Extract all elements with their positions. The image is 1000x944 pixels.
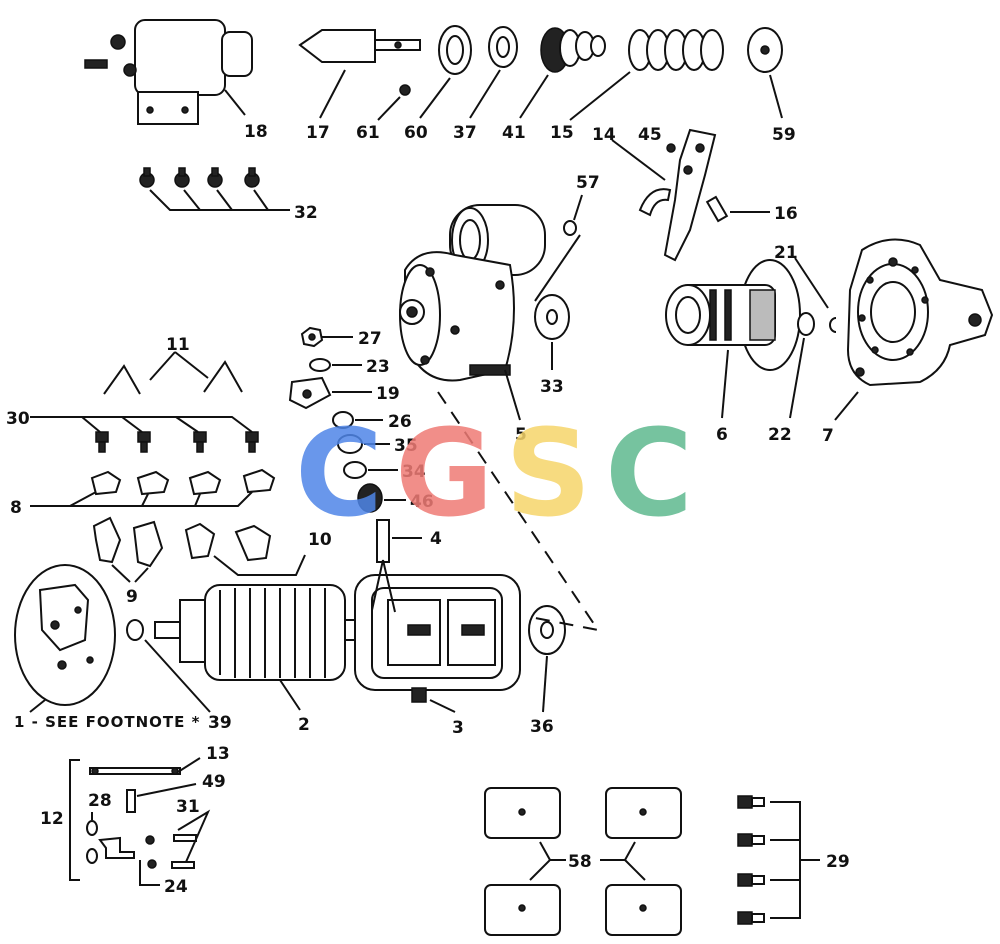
callout-5: 5 — [515, 425, 527, 445]
screws-icon — [139, 167, 260, 188]
brush-screws-icon — [95, 431, 259, 453]
watermark-letter: C — [295, 405, 383, 544]
shift-lever-icon — [638, 128, 717, 262]
callout-34: 34 — [402, 462, 426, 482]
roll-pin-icon — [705, 195, 729, 223]
callout-59: 59 — [772, 125, 796, 145]
callout-29: 29 — [826, 852, 850, 872]
callout-28: 28 — [88, 791, 112, 811]
solenoid-icon — [84, 19, 253, 125]
callout-23: 23 — [366, 357, 390, 377]
armature-icon — [154, 584, 376, 681]
callout-19: 19 — [376, 384, 400, 404]
callout-3: 3 — [452, 718, 464, 738]
callout-58: 58 — [568, 852, 592, 872]
brush-holders-icon — [92, 516, 164, 568]
callout-31: 31 — [176, 797, 200, 817]
callout-37: 37 — [453, 123, 477, 143]
pin-icon — [399, 84, 411, 96]
callout-15: 15 — [550, 123, 574, 143]
watermark: C G S C — [295, 405, 693, 544]
strap-icon — [89, 767, 181, 775]
spring-boot-icon — [540, 27, 606, 73]
callout-61: 61 — [356, 123, 380, 143]
callout-60: 60 — [404, 123, 428, 143]
callout-10: 10 — [308, 530, 332, 550]
watermark-letter: S — [505, 405, 591, 544]
retainer-ring-icon — [797, 312, 815, 336]
callout-49: 49 — [202, 772, 226, 792]
callout-32: 32 — [294, 203, 318, 223]
brushes-icon — [90, 468, 276, 496]
callout-8: 8 — [10, 498, 22, 518]
callout-11: 11 — [166, 335, 190, 355]
callout-2: 2 — [298, 715, 310, 735]
insulator-parts-icon — [86, 820, 197, 869]
callout-13: 13 — [206, 744, 230, 764]
callout-57: 57 — [576, 173, 600, 193]
spring-icon — [628, 29, 724, 71]
callout-27: 27 — [358, 329, 382, 349]
callout-22: 22 — [768, 425, 792, 445]
callout-7: 7 — [822, 426, 834, 446]
callout-16: 16 — [774, 204, 798, 224]
watermark-letter: C — [605, 405, 693, 544]
callout-46: 46 — [410, 492, 434, 512]
brush-plates-icon — [484, 787, 682, 936]
callout-45: 45 — [638, 125, 662, 145]
callout-14: 14 — [592, 125, 616, 145]
callout-9: 9 — [126, 587, 138, 607]
plunger-icon — [298, 29, 421, 63]
watermark-letter: G — [395, 405, 494, 544]
callout-6: 6 — [716, 425, 728, 445]
drive-housing-icon — [399, 204, 546, 382]
hardware-stack-icon — [288, 326, 383, 513]
callout-18: 18 — [244, 122, 268, 142]
snap-ring-icon — [829, 317, 837, 333]
callout-39: 39 — [208, 713, 232, 733]
field-frame-icon — [354, 574, 521, 703]
callout-4: 4 — [430, 529, 442, 549]
kit-bracket — [69, 759, 80, 881]
brush-spring-icon — [103, 364, 141, 395]
callout-17: 17 — [306, 123, 330, 143]
callout-12: 12 — [40, 809, 64, 829]
callout-33: 33 — [540, 377, 564, 397]
end-frame-icon — [14, 564, 116, 706]
brush-holder-pair-icon — [184, 522, 272, 562]
callout-26: 26 — [388, 412, 412, 432]
fiber-washer-icon — [126, 619, 144, 641]
callout-21: 21 — [774, 243, 798, 263]
screw-49-icon — [126, 789, 136, 813]
callout-35: 35 — [394, 436, 418, 456]
callout-24: 24 — [164, 877, 188, 897]
callout-30: 30 — [6, 409, 30, 429]
clutch-drive-icon — [665, 259, 801, 371]
plug-icon — [563, 220, 577, 236]
footnote-text: 1 - SEE FOOTNOTE * — [14, 713, 200, 731]
callout-41: 41 — [502, 123, 526, 143]
callout-36: 36 — [530, 717, 554, 737]
end-housing-icon — [846, 238, 994, 387]
screws-29-icon — [737, 795, 765, 925]
